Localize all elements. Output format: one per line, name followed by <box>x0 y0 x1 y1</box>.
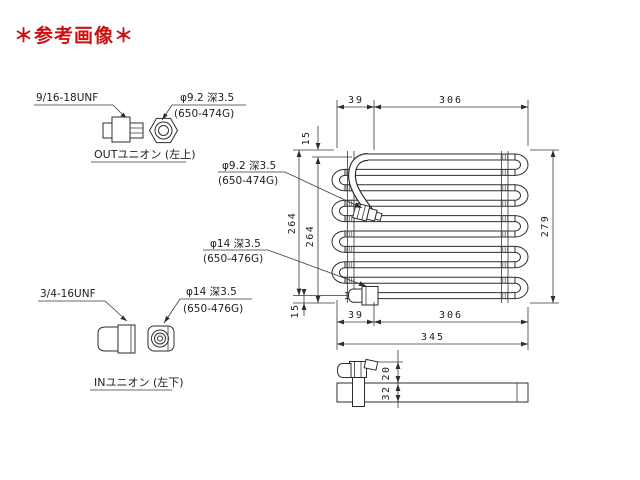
dim-left-extension-lines <box>293 149 352 304</box>
in-thread-leader-line <box>38 300 128 322</box>
out-union-port-label: φ9.2 深3.5 <box>180 92 234 104</box>
dim-height-inner: 264 <box>305 225 316 248</box>
side-view-fitting <box>336 358 379 407</box>
dim-top: 39 306 <box>336 95 529 150</box>
dim-right-extension-lines <box>530 149 559 304</box>
in-thread-leader-arrow <box>120 315 127 321</box>
core-in-union-fitting <box>347 286 379 306</box>
page-title: ＊参考画像＊ <box>14 24 134 47</box>
dim-side-view: 20 32 <box>378 350 403 408</box>
core-out-port-label: φ9.2 深3.5 <box>222 160 276 172</box>
side-view-body <box>336 382 529 403</box>
in-union-thread-label: 3/4-16UNF <box>40 288 96 300</box>
out-union-caption: OUTユニオン (左上) <box>94 148 196 161</box>
in-union-side-view <box>97 324 136 354</box>
dim-fitting-height: 20 <box>381 365 392 380</box>
core-out-leader-line <box>218 171 363 209</box>
outlet-pipe <box>348 153 375 216</box>
core-out-callout: φ9.2 深3.5 (650-474G) <box>218 160 363 209</box>
in-union-port-label: φ14 深3.5 <box>186 286 237 298</box>
core-in-leader-line <box>203 249 367 287</box>
dim-bottom: 39 306 345 <box>336 300 529 350</box>
core-in-port-label: φ14 深3.5 <box>210 238 261 250</box>
tube-rows <box>345 153 515 300</box>
out-union-thread-label: 9/16-18UNF <box>36 92 98 104</box>
dim-core-thickness: 32 <box>381 385 392 400</box>
coil-front-view <box>331 151 529 306</box>
dim-right: 279 <box>530 149 559 304</box>
core-in-callout: φ14 深3.5 (650-476G) <box>203 238 367 287</box>
dim-height-outer: 264 <box>287 212 298 235</box>
core-in-leader-arrow <box>358 281 366 286</box>
in-union-partno-label: (650-476G) <box>183 303 243 315</box>
dim-overall-height: 279 <box>540 215 551 238</box>
out-union-front-view <box>149 117 178 144</box>
left-u-bends <box>331 168 346 284</box>
out-union-side-view <box>102 116 144 143</box>
dim-top-offset: 39 <box>348 95 364 106</box>
in-union-front-view <box>147 325 175 352</box>
dim-top-width: 306 <box>439 95 463 106</box>
dim-bottom-inset: 15 <box>290 303 301 318</box>
in-port-leader-line <box>163 298 252 324</box>
dim-bottom-width: 306 <box>439 310 463 321</box>
out-union-detail: 9/16-18UNF φ9.2 深3.5 (650-474G) OUTユニオン … <box>34 92 246 163</box>
in-port-leader-arrow <box>164 316 170 323</box>
dim-left: 264 264 15 15 <box>287 126 352 319</box>
core-in-partno-label: (650-476G) <box>203 253 263 265</box>
in-union-caption: INユニオン (左下) <box>94 376 184 389</box>
core-out-partno-label: (650-474G) <box>218 175 278 187</box>
dim-bottom-offset: 39 <box>348 310 364 321</box>
dim-overall-width: 345 <box>421 332 445 343</box>
fin-edge-lines <box>347 151 509 303</box>
in-union-detail: 3/4-16UNF φ14 深3.5 (650-476G) INユニオン (左下… <box>38 286 252 391</box>
core-out-union-fitting <box>352 202 383 222</box>
dim-top-inset: 15 <box>301 130 312 145</box>
dim-top-extension-lines <box>336 100 529 150</box>
out-port-leader-arrow <box>162 113 168 120</box>
coil-side-view: 20 32 <box>336 350 529 408</box>
out-union-partno-label: (650-474G) <box>174 108 234 120</box>
right-u-bends <box>514 153 529 300</box>
core-out-leader-arrow <box>354 202 362 208</box>
